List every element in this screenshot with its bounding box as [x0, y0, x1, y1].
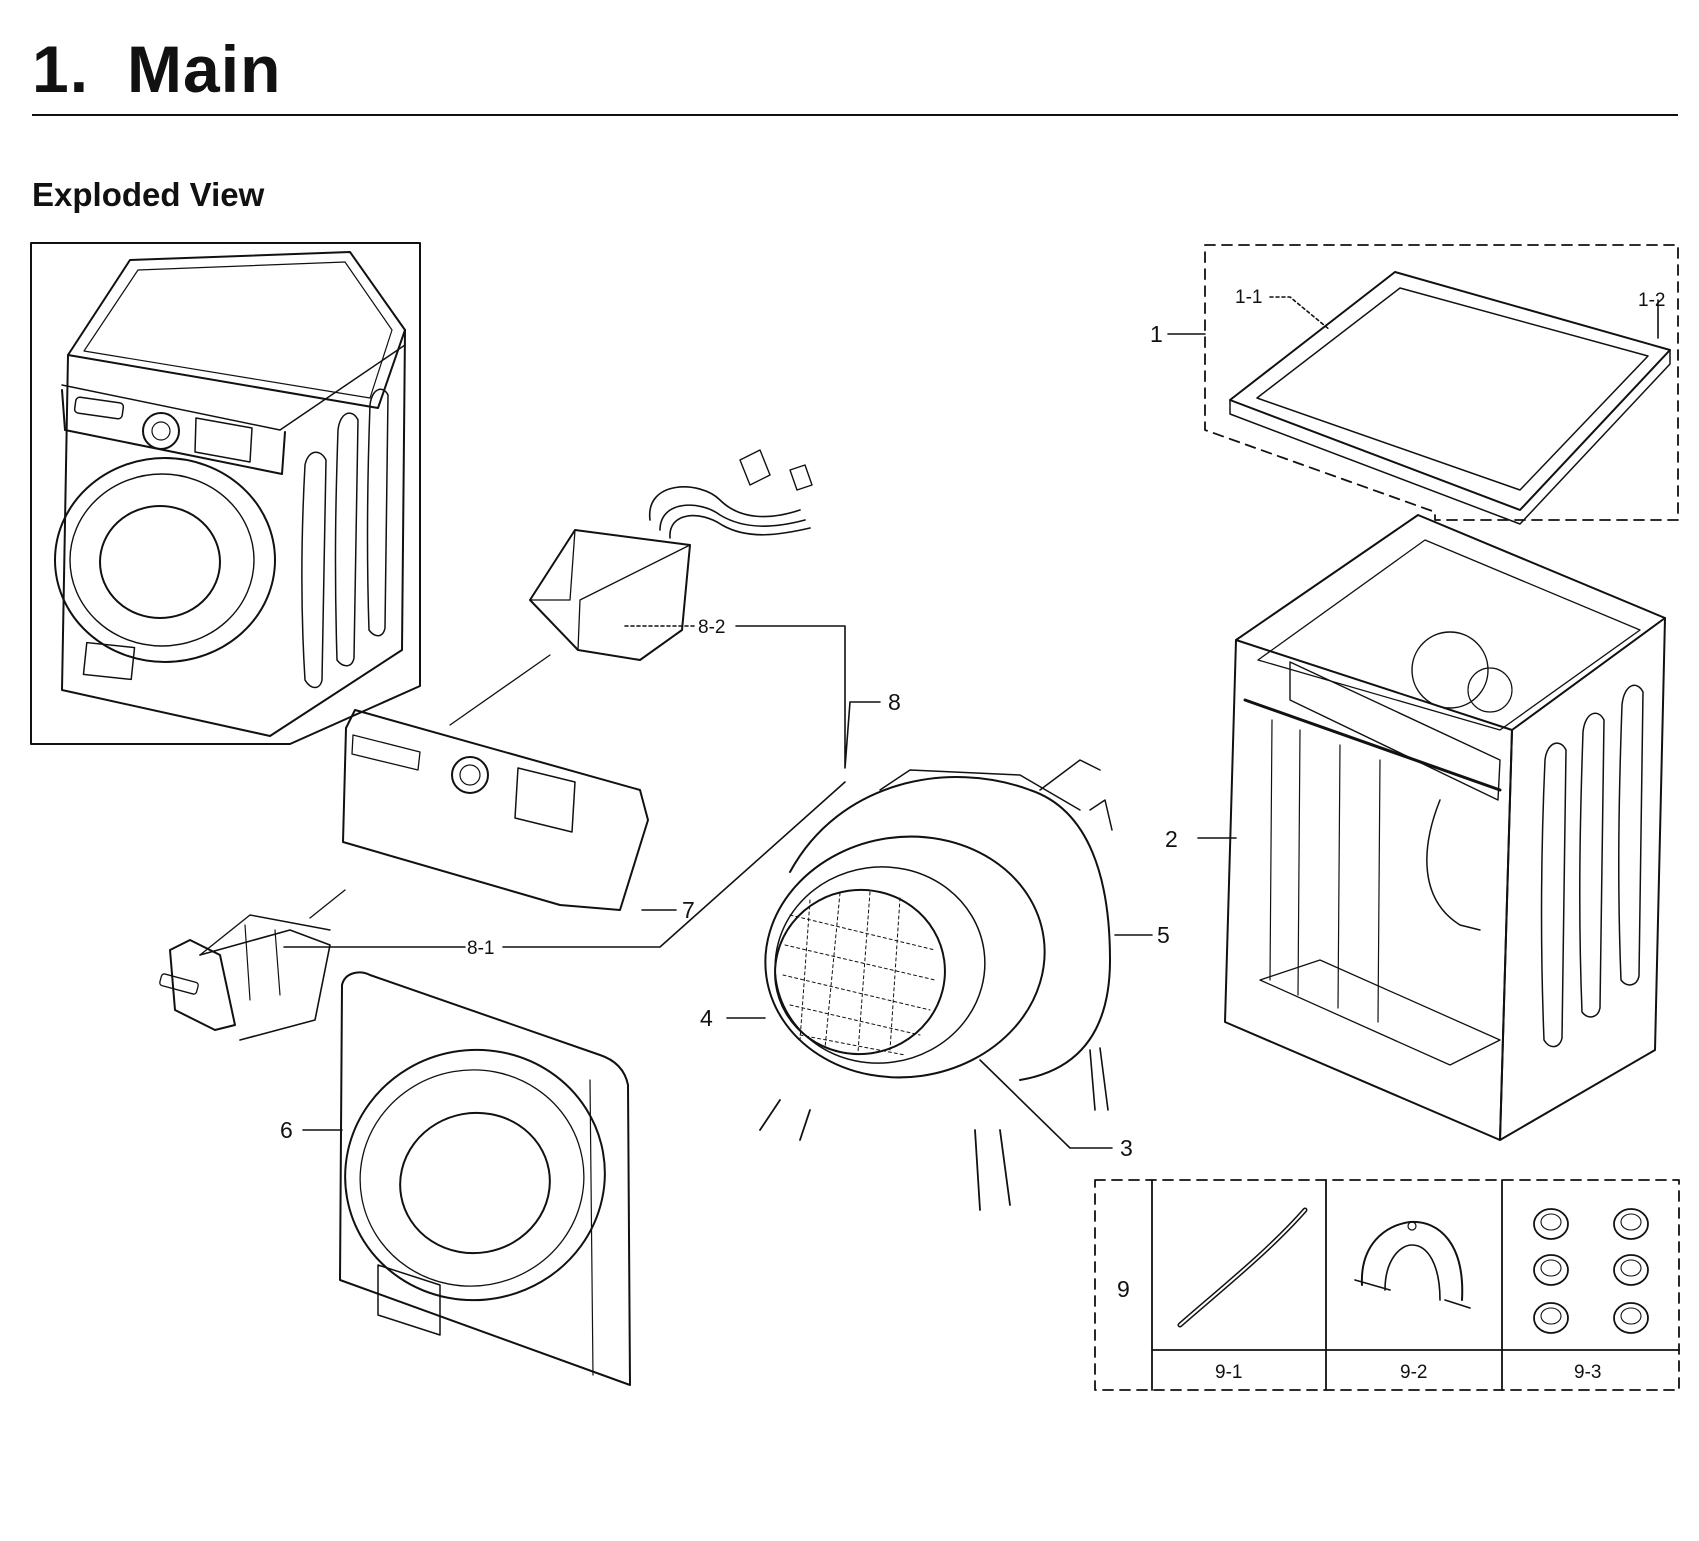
callout-1-2: 1-2 [1638, 290, 1665, 311]
callout-9-3: 9-3 [1574, 1362, 1601, 1383]
tub-assembly-part [759, 759, 1113, 1211]
callout-8: 8 [888, 689, 901, 715]
section-number: 1. [32, 32, 90, 106]
detergent-drawer-part [159, 914, 331, 1041]
callout-9-2: 9-2 [1400, 1362, 1427, 1383]
assembled-washer-inset [30, 242, 421, 745]
control-panel-part [342, 709, 649, 911]
diagram-subtitle: Exploded View [32, 176, 265, 213]
section-title: Main [127, 32, 282, 106]
callout-1-1: 1-1 [1235, 287, 1262, 308]
callout-8-2: 8-2 [698, 617, 725, 638]
pcb-assembly-part [529, 449, 813, 661]
callout-9: 9 [1117, 1276, 1130, 1302]
part-callouts: 1 1-1 1-2 2 3 4 5 6 7 8 8-1 8-2 9 9-1 9-… [280, 287, 1665, 1383]
page-title: 1.Main [32, 36, 281, 102]
callout-9-1: 9-1 [1215, 1362, 1242, 1383]
hose-tie-9-1 [1177, 1207, 1308, 1328]
callout-8-1: 8-1 [467, 938, 494, 959]
accessories-box [1094, 1179, 1680, 1391]
callout-1: 1 [1150, 321, 1163, 347]
callout-2: 2 [1165, 826, 1178, 852]
cap-set-9-3 [1533, 1208, 1649, 1334]
callout-3: 3 [1120, 1135, 1133, 1161]
front-panel-part [339, 971, 631, 1386]
callout-4: 4 [700, 1005, 713, 1031]
callout-7: 7 [682, 897, 695, 923]
hose-guide-9-2 [1354, 1220, 1471, 1309]
top-cover-part [1204, 244, 1679, 525]
callout-6: 6 [280, 1117, 293, 1143]
title-rule [32, 114, 1678, 116]
cabinet-frame-part [1224, 514, 1666, 1141]
leader-lines [283, 296, 1659, 1149]
callout-5: 5 [1157, 922, 1170, 948]
